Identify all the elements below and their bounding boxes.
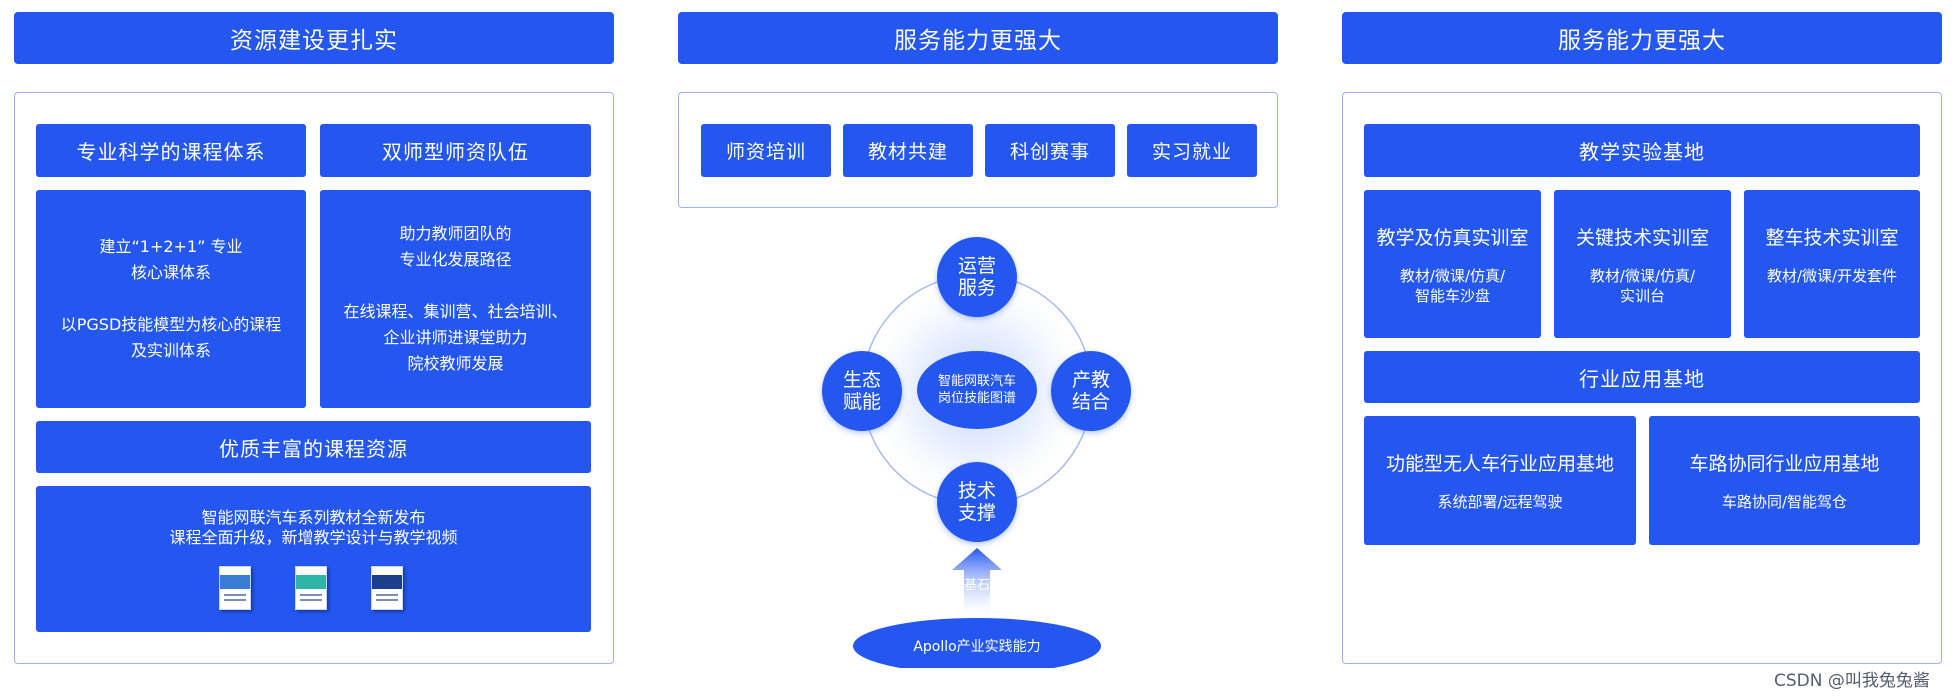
resources-line-1: 智能网联汽车系列教材全新发布 xyxy=(201,508,426,527)
col1-header: 资源建设更扎实 xyxy=(14,12,614,64)
up-arrow-icon xyxy=(952,548,1002,616)
industry-card-v2x: 车路协同行业应用基地 车路协同/智能驾仓 xyxy=(1649,416,1920,545)
lab-title: 关键技术实训室 xyxy=(1575,226,1709,249)
center-ellipse: 智能网联汽车 岗位技能图谱 xyxy=(917,351,1037,429)
text-line: 核心课体系 xyxy=(130,263,211,282)
arrow-label: 基石 xyxy=(963,578,990,593)
lab-sub: 智能车沙盘 xyxy=(1414,286,1490,305)
lab-sub: 教材/微课/开发套件 xyxy=(1766,266,1898,285)
dual-teacher-content: 助力教师团队的 专业化发展路径 在线课程、集训营、社会培训、 企业讲师进课堂助力… xyxy=(320,190,591,408)
node-ecosystem-empower: 生态赋能 xyxy=(822,351,902,431)
lab-card-vehicle: 整车技术实训室 教材/微课/开发套件 xyxy=(1744,190,1920,338)
industry-sub: 车路协同/智能驾仓 xyxy=(1721,493,1848,511)
curriculum-system-title: 专业科学的课程体系 xyxy=(36,124,306,177)
course-resources-content: 智能网联汽车系列教材全新发布 课程全面升级，新增教学设计与教学视频 xyxy=(36,486,591,632)
center-line: 岗位技能图谱 xyxy=(937,391,1016,406)
industry-card-unmanned: 功能型无人车行业应用基地 系统部署/远程驾驶 xyxy=(1364,416,1636,545)
industry-base-title: 行业应用基地 xyxy=(1364,351,1920,403)
dual-teacher-title: 双师型师资队伍 xyxy=(320,124,591,177)
resources-line-2: 课程全面升级，新增教学设计与教学视频 xyxy=(169,528,458,547)
node-tech-support: 技术支撑 xyxy=(937,462,1017,542)
csdn-watermark: CSDN @叫我兔兔酱 xyxy=(1774,671,1930,691)
service-teacher-training: 师资培训 xyxy=(701,124,831,177)
text-line: 以PGSD技能模型为核心的课程 xyxy=(60,315,282,334)
lab-base-title: 教学实验基地 xyxy=(1364,124,1920,177)
curriculum-system-content: 建立“1+2+1” 专业 核心课体系 以PGSD技能模型为核心的课程 及实训体系 xyxy=(36,190,306,408)
service-competition: 科创赛事 xyxy=(985,124,1115,177)
center-line: 智能网联汽车 xyxy=(937,374,1016,389)
text-line: 助力教师团队的 xyxy=(399,224,512,243)
text-line: 建立“1+2+1” 专业 xyxy=(99,237,243,256)
service-internship: 实习就业 xyxy=(1127,124,1257,177)
text-line: 及实训体系 xyxy=(130,341,211,360)
textbook-cover-icon xyxy=(219,566,251,610)
lab-card-key-tech: 关键技术实训室 教材/微课/仿真/ 实训台 xyxy=(1554,190,1731,338)
industry-title: 车路协同行业应用基地 xyxy=(1689,453,1880,475)
lab-title: 教学及仿真实训室 xyxy=(1376,226,1529,249)
lab-title: 整车技术实训室 xyxy=(1765,226,1899,249)
lab-sub: 教材/微课/仿真/ xyxy=(1589,266,1696,285)
node-industry-education: 产教结合 xyxy=(1051,351,1131,431)
lab-sub: 教材/微课/仿真/ xyxy=(1399,266,1506,285)
foundation-label: Apollo产业实践能力 xyxy=(913,639,1041,655)
text-line: 院校教师发展 xyxy=(407,354,504,373)
lab-sub: 实训台 xyxy=(1619,286,1665,305)
industry-sub: 系统部署/远程驾驶 xyxy=(1437,493,1563,511)
course-resources-title: 优质丰富的课程资源 xyxy=(36,421,591,473)
node-operations-service: 运营服务 xyxy=(937,237,1017,317)
service-textbook-cobuild: 教材共建 xyxy=(843,124,973,177)
col3-header: 服务能力更强大 xyxy=(1342,12,1942,64)
textbook-cover-icon xyxy=(371,566,403,610)
col2-header: 服务能力更强大 xyxy=(678,12,1278,64)
text-line: 专业化发展路径 xyxy=(399,250,512,269)
industry-title: 功能型无人车行业应用基地 xyxy=(1385,453,1614,475)
textbook-cover-icon xyxy=(295,566,327,610)
text-line: 企业讲师进课堂助力 xyxy=(383,328,528,347)
lab-card-simulation: 教学及仿真实训室 教材/微课/仿真/ 智能车沙盘 xyxy=(1364,190,1541,338)
text-line: 在线课程、集训营、社会培训、 xyxy=(343,302,568,321)
foundation-ellipse xyxy=(853,618,1101,668)
